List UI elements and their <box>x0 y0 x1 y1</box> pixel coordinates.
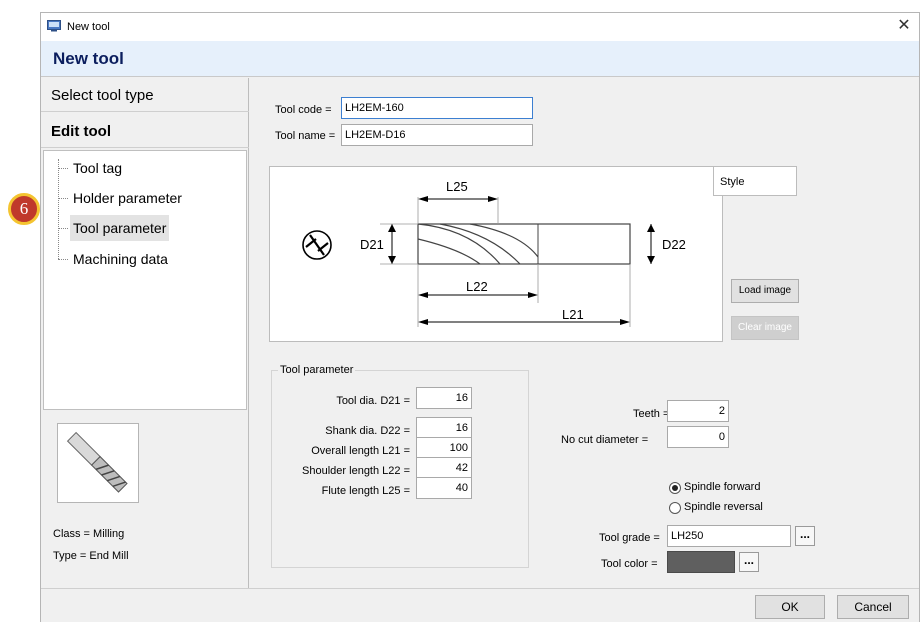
shank-dia-input[interactable] <box>416 417 472 439</box>
new-tool-window: New tool ✕ New tool Select tool type Edi… <box>40 12 920 622</box>
overall-length-input[interactable] <box>416 437 472 459</box>
tool-parameter-legend: Tool parameter <box>278 364 356 376</box>
d22-label: D22 <box>662 237 686 252</box>
tree-item-label: Machining data <box>73 251 168 267</box>
step-edit-tool[interactable]: Edit tool <box>41 116 249 148</box>
spindle-reversal-label: Spindle reversal <box>684 501 763 513</box>
tool-grade-input[interactable] <box>667 525 791 547</box>
tree-item-tool-tag[interactable]: Tool tag <box>44 155 244 181</box>
shoulder-length-input[interactable] <box>416 457 472 479</box>
tool-diagram: L25 D21 D22 L22 L21 <box>269 166 723 342</box>
tool-grade-browse-button[interactable]: ... <box>795 526 815 546</box>
clear-image-button[interactable]: Clear image <box>731 316 799 340</box>
l22-label: L22 <box>466 279 488 294</box>
app-icon <box>47 20 61 32</box>
end-mill-icon <box>66 431 128 493</box>
tool-preview-image <box>57 423 139 503</box>
tree-item-machining-data[interactable]: Machining data <box>44 246 244 272</box>
tool-color-label: Tool color = <box>601 558 658 570</box>
overall-length-label: Overall length L21 = <box>311 445 410 457</box>
l25-label: L25 <box>446 179 468 194</box>
tool-class-text: Class = Milling <box>53 528 125 540</box>
no-cut-diameter-input[interactable] <box>667 426 729 448</box>
tree-item-tool-parameter[interactable]: Tool parameter <box>44 215 244 241</box>
style-field[interactable]: Style <box>713 166 797 196</box>
tool-name-input[interactable] <box>341 124 533 146</box>
flute-length-label: Flute length L25 = <box>321 485 410 497</box>
tool-color-picker-button[interactable]: ... <box>739 552 759 572</box>
dialog-header: New tool <box>41 41 919 77</box>
flute-length-input[interactable] <box>416 477 472 499</box>
tool-tree: Tool tag Holder parameter Tool parameter… <box>43 150 247 410</box>
step-number-badge: 6 <box>8 193 40 225</box>
tool-code-input[interactable] <box>341 97 533 119</box>
tool-name-label: Tool name = <box>275 130 336 142</box>
spindle-forward-radio[interactable] <box>669 482 681 494</box>
spindle-forward-label: Spindle forward <box>684 481 761 493</box>
cancel-button[interactable]: Cancel <box>837 595 909 619</box>
title-bar: New tool ✕ <box>41 13 919 41</box>
tree-item-label: Tool tag <box>73 160 123 176</box>
tree-item-holder-parameter[interactable]: Holder parameter <box>44 185 244 211</box>
step-select-tool-type[interactable]: Select tool type <box>41 80 249 112</box>
tool-color-swatch[interactable] <box>667 551 735 573</box>
d21-label: D21 <box>360 237 384 252</box>
tree-item-label: Tool parameter <box>70 215 170 241</box>
spindle-reversal-radio[interactable] <box>669 502 681 514</box>
shank-dia-label: Shank dia. D22 = <box>325 425 410 437</box>
tree-connector <box>58 159 59 259</box>
tool-dia-input[interactable] <box>416 387 472 409</box>
end-mill-diagram-icon <box>302 196 655 327</box>
dialog-footer: OK Cancel <box>41 588 919 622</box>
tool-type-text: Type = End Mill <box>53 550 129 562</box>
teeth-label: Teeth = <box>633 408 670 420</box>
window-title: New tool <box>67 21 110 33</box>
left-panel: Select tool type Edit tool Tool tag Hold… <box>41 78 249 588</box>
l21-label: L21 <box>562 307 584 322</box>
no-cut-diameter-label: No cut diameter = <box>561 434 649 446</box>
dialog-title: New tool <box>53 49 124 68</box>
load-image-button[interactable]: Load image <box>731 279 799 303</box>
close-icon[interactable]: ✕ <box>897 17 911 34</box>
teeth-input[interactable] <box>667 400 729 422</box>
tool-parameter-group: Tool parameter Tool dia. D21 = Shank dia… <box>271 364 529 568</box>
shoulder-length-label: Shoulder length L22 = <box>302 465 410 477</box>
edit-panel: Tool code = Tool name = <box>251 78 919 588</box>
tool-grade-label: Tool grade = <box>599 532 660 544</box>
ok-button[interactable]: OK <box>755 595 825 619</box>
tool-dia-label: Tool dia. D21 = <box>336 395 410 407</box>
tool-code-label: Tool code = <box>275 104 332 116</box>
tree-item-label: Holder parameter <box>73 190 182 206</box>
